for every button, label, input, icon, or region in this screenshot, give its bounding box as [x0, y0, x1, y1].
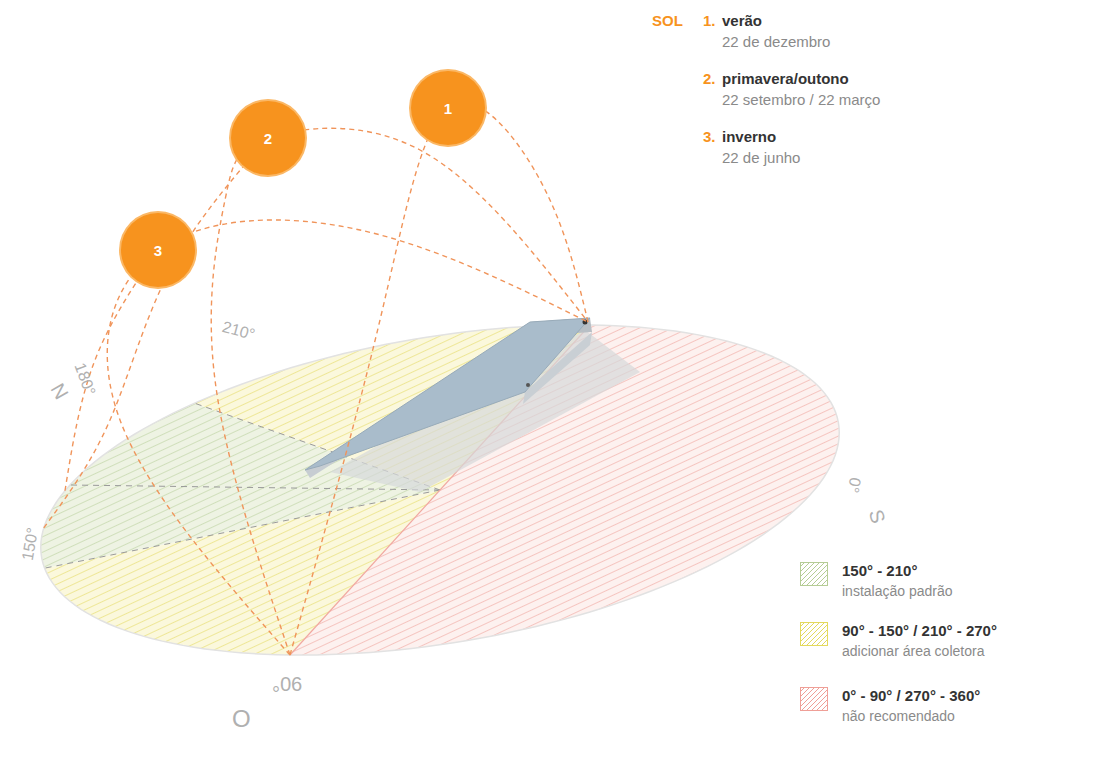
- azimuth-label: 150°: [19, 526, 43, 562]
- legend-item: 90° - 150° / 210° - 270°: [800, 622, 997, 646]
- legend-note: instalação padrão: [842, 583, 953, 599]
- solar-panel: [305, 318, 840, 492]
- azimuth-label: 210°: [220, 318, 257, 344]
- callout-number: 3.: [703, 128, 716, 145]
- callout-number: 1.: [703, 12, 716, 29]
- legend-item: 150° - 210°: [800, 562, 917, 586]
- sun-circle: 2: [231, 101, 305, 175]
- cardinal-label: S: [864, 507, 890, 526]
- cardinal-label: O: [232, 705, 251, 733]
- sun-path-arc: [65, 250, 158, 491]
- date-note: 22 setembro / 22 março: [722, 91, 880, 108]
- sector-divider: [70, 485, 440, 490]
- date-note: 22 de junho: [722, 149, 800, 166]
- sector-divider: [45, 490, 440, 568]
- legend-note: não recomendado: [842, 708, 955, 724]
- azimuth-label: 90°: [272, 672, 302, 695]
- sun-circle: 1: [411, 71, 485, 145]
- legend-swatch: [800, 687, 828, 711]
- sun-path-arc: [211, 128, 588, 655]
- legend-text: 150° - 210°: [842, 562, 917, 579]
- legend-note: adicionar área coletora: [842, 643, 984, 659]
- azimuth-label: 180°: [70, 361, 99, 398]
- season-name: primavera/outono: [722, 70, 849, 87]
- sun-paths: [44, 103, 588, 655]
- sun-circle: 3: [121, 213, 195, 287]
- season-name: inverno: [722, 128, 776, 145]
- sun-path-arc: [290, 103, 588, 655]
- panel-bolt: [526, 383, 530, 387]
- azimuth-disc: [41, 325, 839, 655]
- callout-number: 2.: [703, 70, 716, 87]
- sun-path-arc: [44, 138, 268, 528]
- sun-number: 1: [444, 100, 452, 117]
- season-name: verão: [722, 12, 762, 29]
- sun-number: 3: [154, 242, 162, 259]
- sun-path-arc: [107, 220, 588, 655]
- panel-face: [305, 318, 590, 470]
- disc-rim: [41, 325, 839, 655]
- date-note: 22 de dezembro: [722, 33, 830, 50]
- legend-text: 0° - 90° / 270° - 360°: [842, 687, 980, 704]
- legend-swatch: [800, 622, 828, 646]
- title-word: SOL: [652, 12, 683, 29]
- sun-number: 2: [264, 130, 272, 147]
- legend-item: 0° - 90° / 270° - 360°: [800, 687, 980, 711]
- legend-text: 90° - 150° / 210° - 270°: [842, 622, 997, 639]
- cardinal-label: N: [46, 379, 73, 403]
- panel-support: [592, 319, 840, 322]
- azimuth-label: 0°: [843, 476, 864, 494]
- legend-swatch: [800, 562, 828, 586]
